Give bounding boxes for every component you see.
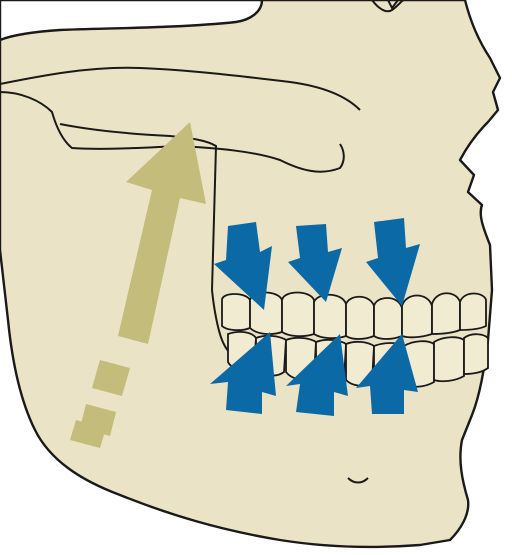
upper-tooth [432,293,460,334]
upper-tooth [402,296,432,338]
upper-tooth [222,294,250,330]
upper-tooth [282,293,314,337]
upper-tooth [460,294,486,331]
upper-tooth [346,297,374,339]
upper-tooth [374,298,402,339]
lower-tooth [464,334,488,374]
upper-tooth [314,295,346,338]
lower-tooth [434,337,464,381]
